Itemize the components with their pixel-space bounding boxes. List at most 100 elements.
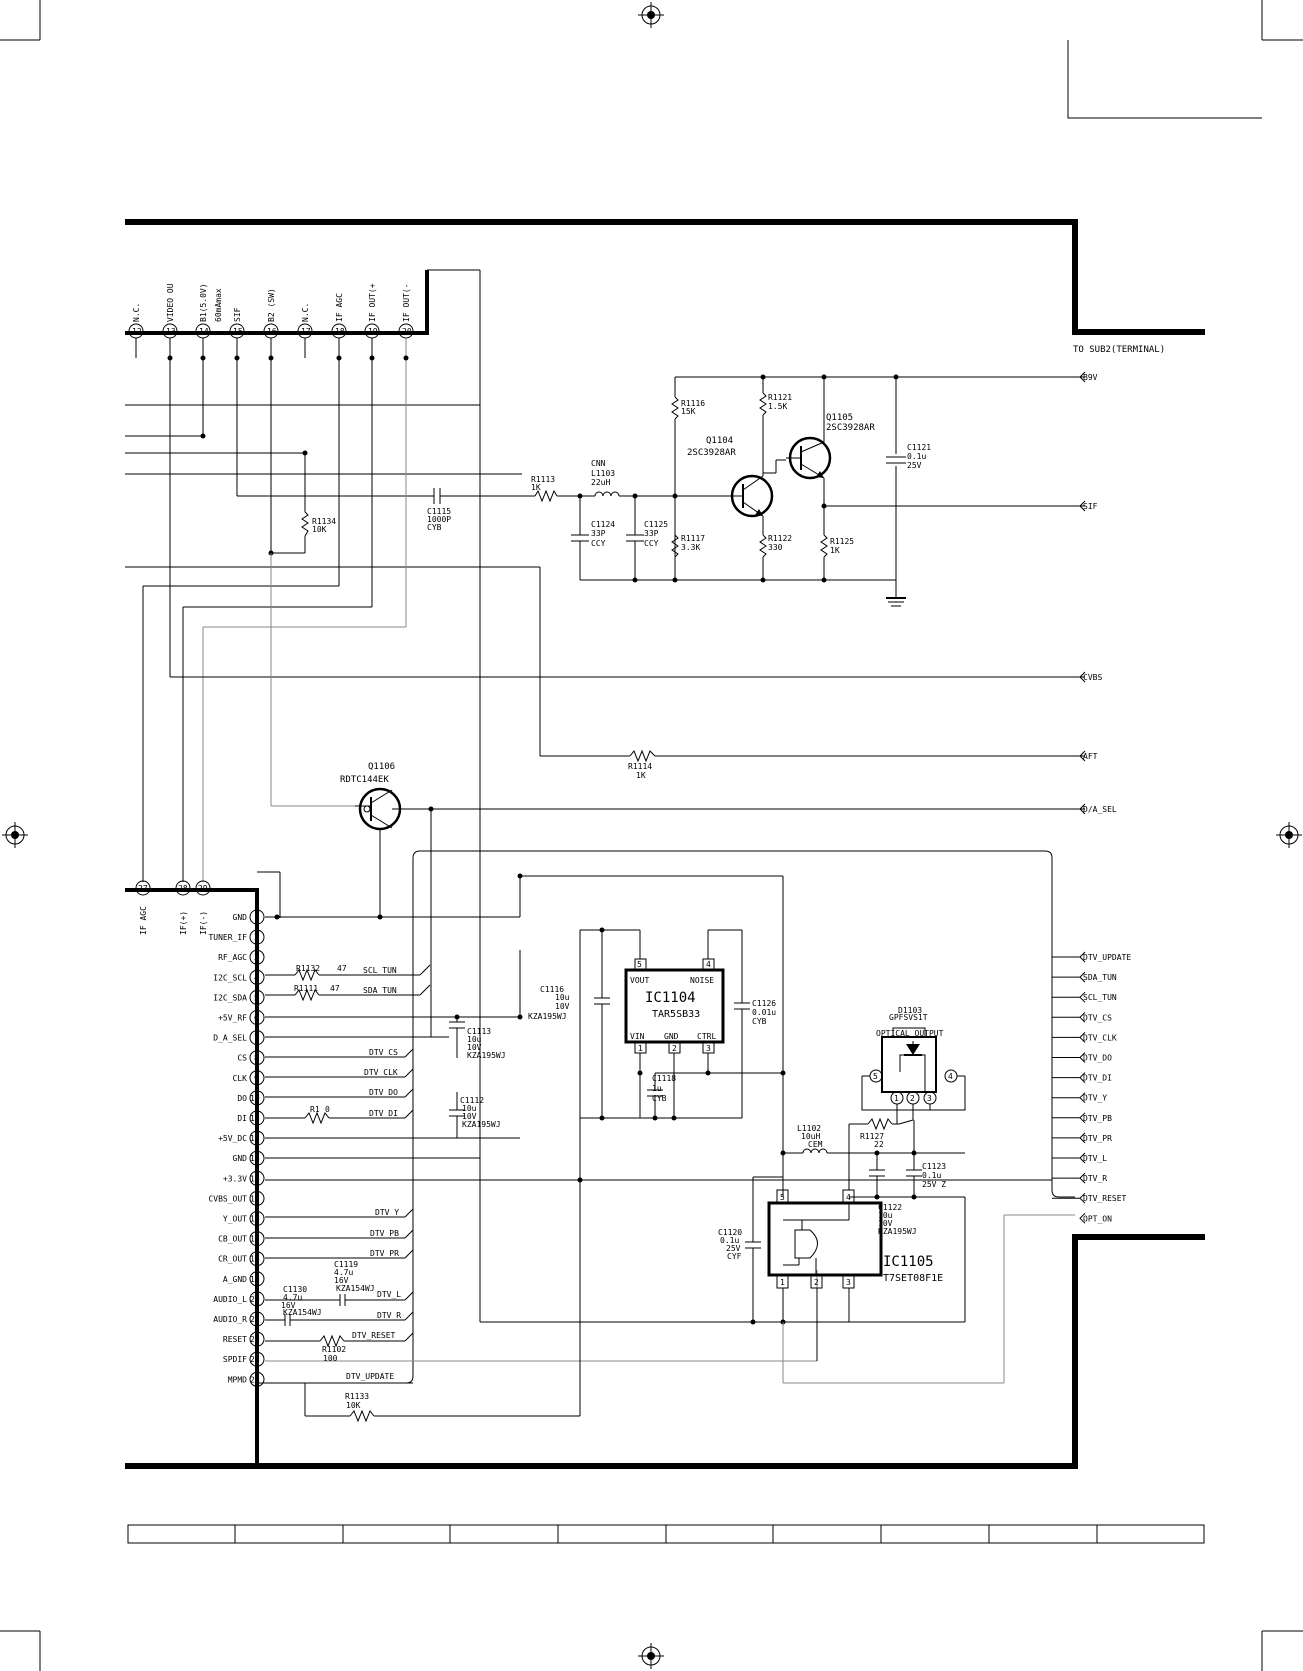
c1122-value: 10u <box>878 1211 893 1220</box>
r1122-value: 330 <box>768 543 783 552</box>
header-pin-num: 12 <box>132 327 142 336</box>
connector-pin-num: 22 <box>250 1335 260 1344</box>
connector-pin-label: +5V_RF <box>218 1014 247 1023</box>
l1102-type: CEM <box>808 1140 823 1149</box>
c1130-voltage: 16V <box>281 1301 296 1310</box>
c1122-part: KZA195WJ <box>878 1227 917 1236</box>
c1118-type: CYB <box>652 1094 667 1103</box>
c1123-voltage: 25V Z <box>922 1180 946 1189</box>
title-block <box>127 1524 1205 1544</box>
if-pin-num: 29 <box>198 884 208 893</box>
sif-amplifier <box>430 374 1075 607</box>
connector-pin-label: +5V_DC <box>218 1134 247 1143</box>
connector-pin-num: 17 <box>250 1235 260 1244</box>
c1116-value: 10u <box>555 993 570 1002</box>
connector-pin-label: D_A_SEL <box>213 1034 247 1043</box>
c1120-value: 0.1u <box>720 1236 739 1245</box>
r1116-value: 15K <box>681 407 696 416</box>
right-signal-label: CVBS <box>1083 673 1102 682</box>
d1103-desc: OPTICAL OUTPUT <box>876 1029 944 1038</box>
dtv-connector: 1GND2TUNER_IF3RF_AGC4I2C_SCL5I2C_SDA6+5V… <box>125 880 265 1466</box>
header-pin-num: 16 <box>267 327 277 336</box>
connector-pin-label: RESET <box>223 1335 247 1344</box>
connector-pin-num: 16 <box>250 1215 260 1224</box>
ic1105-name: IC1105 <box>883 1254 934 1270</box>
connector-pin-num: 4 <box>254 973 259 982</box>
r1102-value: 100 <box>323 1354 338 1363</box>
connector-pin-num: 1 <box>254 913 259 922</box>
connector-pin-label: CS <box>237 1054 247 1063</box>
c1125-type: CCY <box>644 539 659 548</box>
connector-pin-label: DI <box>237 1114 247 1123</box>
c1121-voltage: 25V <box>907 461 922 470</box>
c1125-ref: C1125 <box>644 520 668 529</box>
l1103-ref: L1103 <box>591 469 615 478</box>
connector-pin-num: 18 <box>250 1255 260 1264</box>
registration-mark-bottom <box>638 1643 664 1669</box>
d1103-part: GPFSVS1T <box>889 1013 928 1022</box>
r1134-ref: R1134 <box>312 517 336 526</box>
ic1105-pin-1: 1 <box>780 1278 785 1287</box>
net-labels: SCL_TUN SDA_TUN DTV_CS DTV_CLK DTV_DO DT… <box>346 966 401 1381</box>
header-pin-num: 20 <box>402 327 412 336</box>
r1111-ref: R1111 <box>294 984 318 993</box>
c1124-ref: C1124 <box>591 520 615 529</box>
board-border-top <box>125 219 1205 335</box>
ic1105-pin-2: 2 <box>814 1278 819 1287</box>
connector-pin-num: 6 <box>254 1014 259 1023</box>
c1119-ref: C1119 <box>334 1260 358 1269</box>
header-pin-num: 18 <box>335 327 345 336</box>
right-dtv-label: DTV_DI <box>1083 1074 1112 1083</box>
connector-pin-label: AUDIO_L <box>213 1295 247 1304</box>
r1102-ref: R1102 <box>322 1345 346 1354</box>
r1-value: 0 <box>325 1105 330 1114</box>
connector-pin-label: CLK <box>233 1074 248 1083</box>
dtv-module-outline <box>420 850 1075 1198</box>
r1134-value: 10K <box>312 525 327 534</box>
c1116-ref: C1116 <box>540 985 564 994</box>
component-labels: R1116 15K R1121 1.5K Q1104 2SC3928AR Q11… <box>281 393 946 1410</box>
c1126-ref: C1126 <box>752 999 776 1008</box>
c1122-voltage: 10V <box>878 1219 893 1228</box>
c1115-type: CYB <box>427 523 442 532</box>
connector-pin-label: CR_OUT <box>218 1255 247 1264</box>
c1116-part: KZA195WJ <box>528 1012 567 1021</box>
net-dtv-reset: DTV_RESET <box>352 1331 396 1340</box>
right-dtv-label: DTV_R <box>1083 1174 1107 1183</box>
r1-ref: R1 <box>310 1105 320 1114</box>
r1114-ref: R1114 <box>628 762 652 771</box>
r1125-value: 1K <box>830 546 840 555</box>
connector-pin-label: Y_OUT <box>223 1215 247 1224</box>
q1105-part: 2SC3928AR <box>826 423 875 433</box>
c1126-value: 0.01u <box>752 1008 776 1017</box>
right-dtv-labels: DTV_UPDATESDA_TUNSCL_TUNDTV_CSDTV_CLKDTV… <box>1079 951 1131 1224</box>
right-dtv-label: DTV_DO <box>1083 1054 1112 1063</box>
page-tab-outline <box>1067 40 1262 119</box>
c1123-ref: C1123 <box>922 1162 946 1171</box>
right-dtv-label: SCL_TUN <box>1083 993 1117 1002</box>
ic1105: 5 4 1 2 3 IC1105 T7SET08F1E <box>745 1117 1075 1384</box>
r1133-ref: R1133 <box>345 1392 369 1401</box>
d1103-pin-3: 3 <box>927 1094 932 1103</box>
connector-pin-label: I2C_SCL <box>213 973 247 982</box>
net-dtv-r: DTV_R <box>377 1311 401 1320</box>
r1114-value: 1K <box>636 771 646 780</box>
l1103-net: CNN <box>591 459 606 468</box>
header-pin-num: 19 <box>368 327 378 336</box>
c1112-voltage: 10V <box>462 1112 477 1121</box>
d1103-pin-1: 1 <box>894 1094 899 1103</box>
connector-pin-label: A_GND <box>223 1275 247 1284</box>
c1113-ref: C1113 <box>467 1027 491 1036</box>
ic1104-ctrl: CTRL <box>697 1032 716 1041</box>
d1103-pin-4: 4 <box>948 1072 953 1081</box>
b1-current-note: 60mAmax <box>214 288 223 322</box>
c1122-ref: C1122 <box>878 1203 902 1212</box>
header-pin-num: 15 <box>233 327 243 336</box>
d1103-ref: D1103 <box>898 1006 922 1015</box>
header-pin-label: N.C. <box>132 303 141 322</box>
c1115-ref: C1115 <box>427 507 451 516</box>
connector-pin-label: CVBS_OUT <box>208 1194 247 1203</box>
c1112-ref: C1112 <box>460 1096 484 1105</box>
c1112-value: 10u <box>462 1104 477 1113</box>
terminal-title: TO SUB2(TERMINAL) <box>1073 345 1165 355</box>
